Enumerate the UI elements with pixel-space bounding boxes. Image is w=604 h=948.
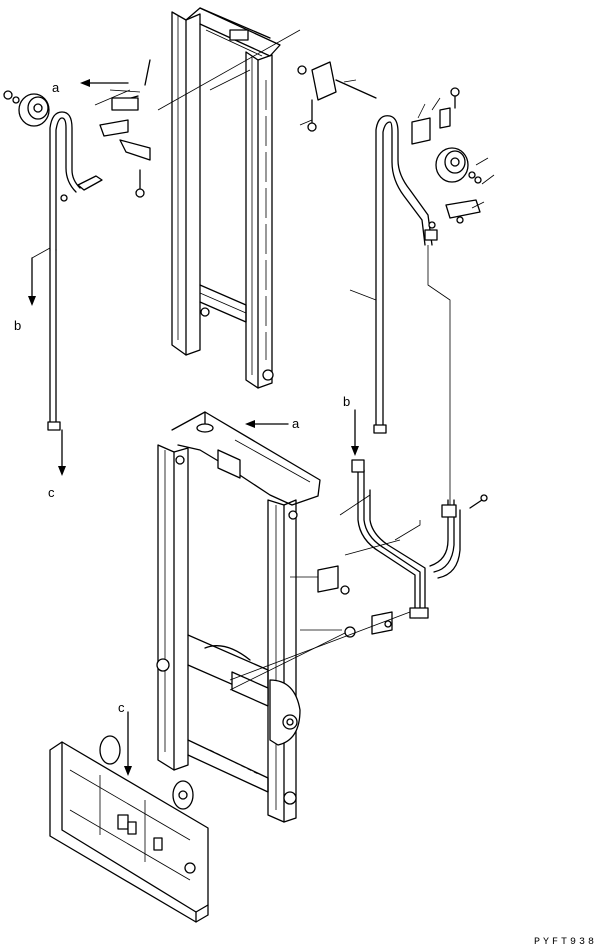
left-sheave-assembly [3, 59, 151, 431]
label-a-mid: a [292, 416, 300, 431]
label-b-left: b [14, 318, 21, 333]
outer-mast-lower [156, 411, 321, 823]
hydraulic-lines [317, 459, 488, 638]
right-sheave-assembly [297, 61, 482, 434]
leader-lines [31, 29, 495, 691]
inner-mast-upper [171, 7, 281, 389]
drawing-code: PYFT938 [534, 937, 597, 948]
label-a-top: a [52, 80, 60, 95]
carriage [49, 735, 209, 923]
label-b-mid: b [343, 394, 350, 409]
label-c-bottom: c [118, 700, 125, 715]
reference-labels: a b c a b c [14, 80, 350, 715]
label-c-left: c [48, 485, 55, 500]
reference-arrows [28, 79, 359, 776]
